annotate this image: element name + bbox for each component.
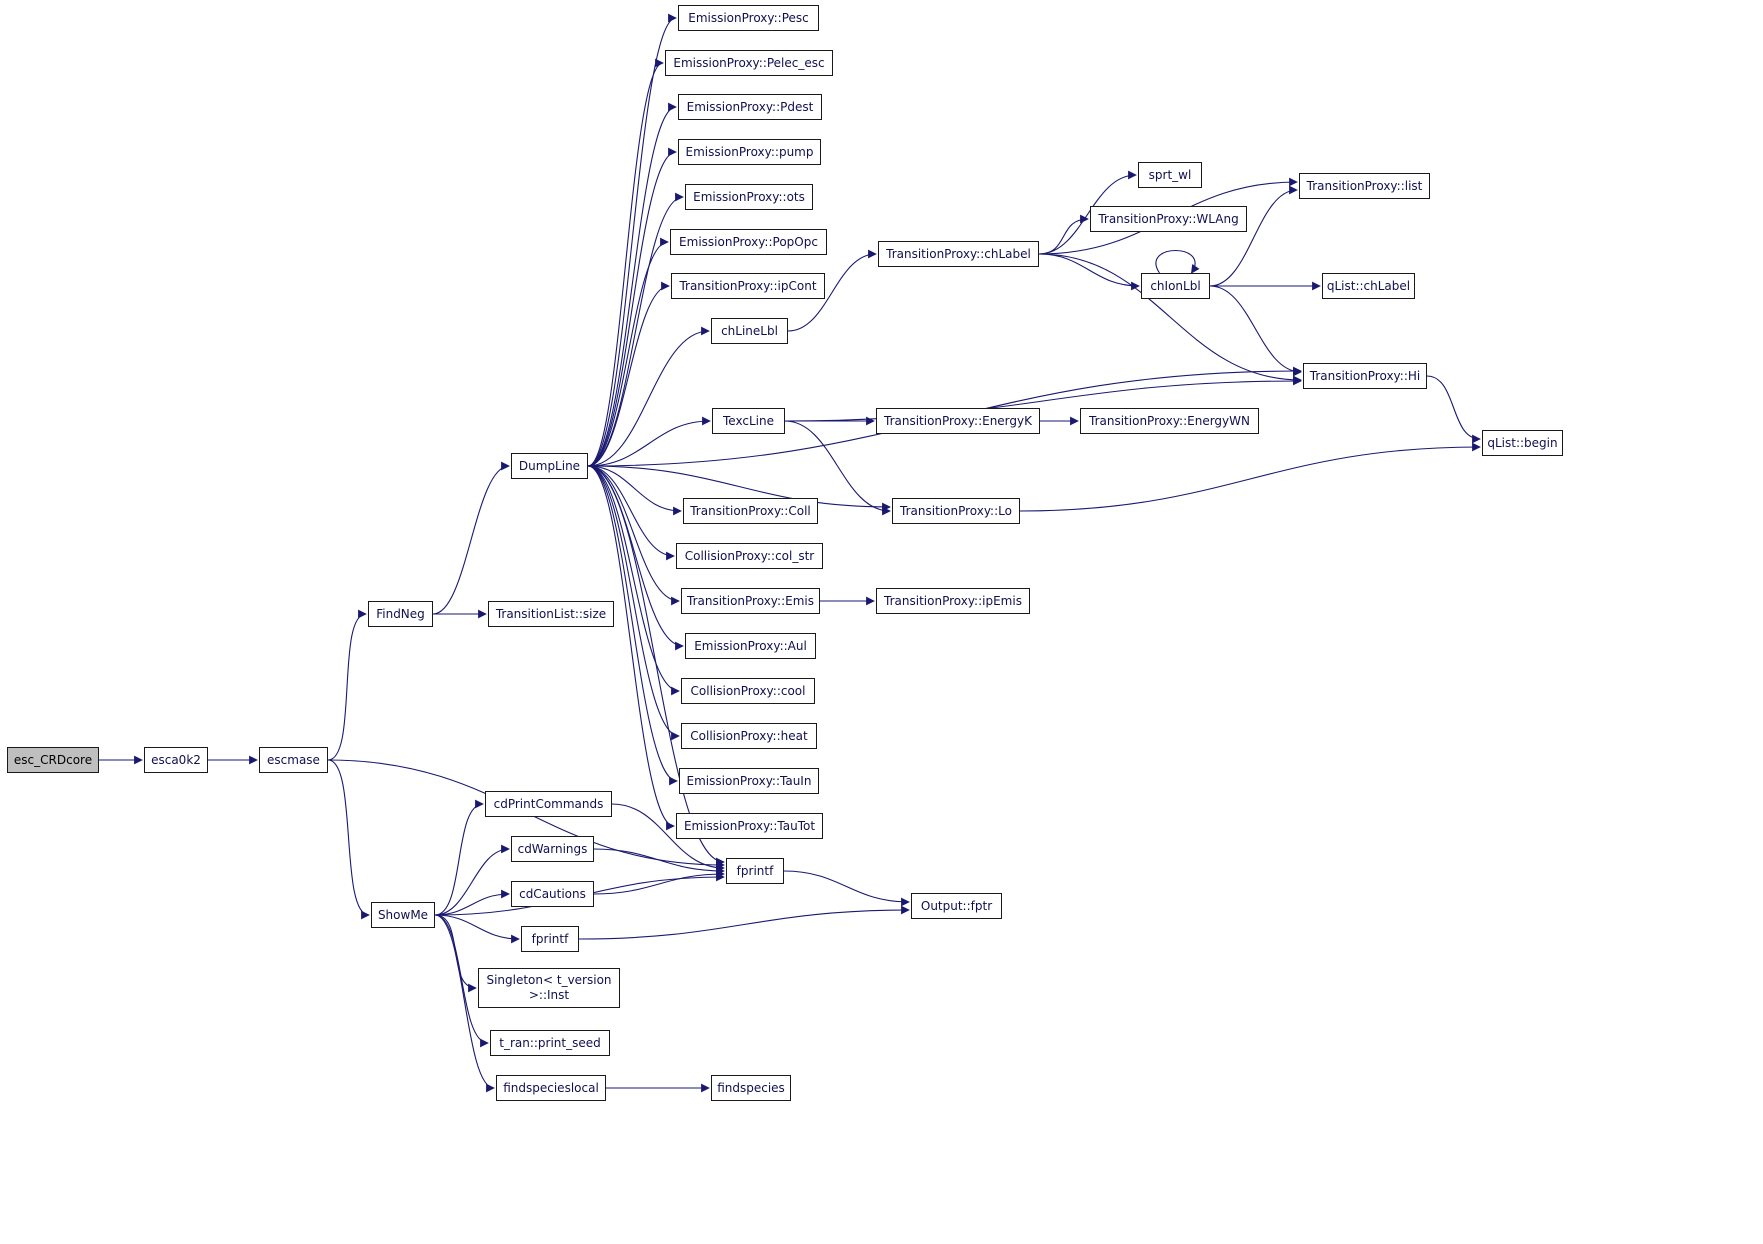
node-DumpLine[interactable]: DumpLine bbox=[511, 453, 588, 479]
node-chIonLbl[interactable]: chIonLbl bbox=[1141, 273, 1210, 299]
edge-DumpLine-to-Pdest bbox=[587, 102, 677, 467]
edge-DumpLine-to-cool bbox=[587, 465, 680, 696]
edge-fprintf_main-to-OutFptr bbox=[783, 870, 910, 907]
node-esca0k2[interactable]: esca0k2 bbox=[144, 747, 208, 773]
edge-cdCautions-to-fprintf_main bbox=[593, 869, 725, 895]
edge-chIonLbl-to-list bbox=[1209, 185, 1298, 287]
edge-DumpLine-to-pump bbox=[587, 147, 677, 467]
node-sprt_wl[interactable]: sprt_wl bbox=[1138, 162, 1202, 188]
node-ipCont[interactable]: TransitionProxy::ipCont bbox=[671, 273, 825, 299]
edge-ShowMe-to-print_seed bbox=[434, 914, 489, 1048]
node-escmase[interactable]: escmase bbox=[259, 747, 328, 773]
node-EnergyWN[interactable]: TransitionProxy::EnergyWN bbox=[1080, 408, 1259, 434]
node-esc_CRDcore[interactable]: esc_CRDcore bbox=[7, 747, 99, 773]
node-qchLabel[interactable]: qList::chLabel bbox=[1322, 273, 1415, 299]
edge-DumpLine-to-PopOpc bbox=[587, 237, 669, 467]
edge-fprintf2-to-OutFptr bbox=[578, 905, 910, 940]
edge-DumpLine-to-Emis bbox=[587, 465, 680, 606]
node-ots[interactable]: EmissionProxy::ots bbox=[685, 184, 813, 210]
edge-DumpLine-to-Coll bbox=[587, 465, 682, 516]
node-fprintf_main[interactable]: fprintf bbox=[726, 858, 784, 884]
node-EnergyK[interactable]: TransitionProxy::EnergyK bbox=[876, 408, 1040, 434]
node-fprintf2[interactable]: fprintf bbox=[521, 926, 579, 952]
edge-chIonLbl-to-Hi bbox=[1209, 285, 1302, 377]
node-findspecies[interactable]: findspecies bbox=[711, 1075, 791, 1101]
node-TexcLine[interactable]: TexcLine bbox=[712, 408, 785, 434]
node-Inst[interactable]: Singleton< t_version >::Inst bbox=[478, 968, 620, 1008]
edge-DumpLine-to-TauIn bbox=[587, 465, 678, 786]
node-WLAng[interactable]: TransitionProxy::WLAng bbox=[1090, 206, 1247, 232]
edge-DumpLine-to-ots bbox=[587, 192, 684, 467]
node-Pdest[interactable]: EmissionProxy::Pdest bbox=[678, 94, 822, 120]
edge-DumpLine-to-heat bbox=[587, 465, 680, 741]
edge-chLabel-to-Hi bbox=[1038, 253, 1302, 385]
node-ShowMe[interactable]: ShowMe bbox=[371, 902, 435, 928]
node-chLineLbl[interactable]: chLineLbl bbox=[711, 318, 788, 344]
node-heat[interactable]: CollisionProxy::heat bbox=[681, 723, 817, 749]
edge-DumpLine-to-chLineLbl bbox=[587, 326, 710, 467]
node-Emis[interactable]: TransitionProxy::Emis bbox=[681, 588, 820, 614]
node-list[interactable]: TransitionProxy::list bbox=[1299, 173, 1430, 199]
edge-DumpLine-to-TauTot bbox=[587, 465, 675, 831]
node-size[interactable]: TransitionList::size bbox=[488, 601, 614, 627]
node-findspecieslocal[interactable]: findspecieslocal bbox=[496, 1075, 606, 1101]
node-qbegin[interactable]: qList::begin bbox=[1482, 430, 1563, 456]
edge-escmase-to-FindNeg bbox=[327, 609, 367, 761]
node-Pesc[interactable]: EmissionProxy::Pesc bbox=[678, 5, 819, 31]
edge-DumpLine-to-Pesc bbox=[587, 13, 677, 467]
node-TauIn[interactable]: EmissionProxy::TauIn bbox=[679, 768, 819, 794]
node-TauTot[interactable]: EmissionProxy::TauTot bbox=[676, 813, 823, 839]
edge-DumpLine-to-TexcLine bbox=[587, 416, 711, 467]
edge-chLineLbl-to-chLabel bbox=[787, 249, 877, 332]
edge-chLabel-to-chIonLbl bbox=[1038, 253, 1140, 291]
edge-DumpLine-to-Lo bbox=[587, 465, 891, 512]
node-Pelec[interactable]: EmissionProxy::Pelec_esc bbox=[665, 50, 833, 76]
edge-ShowMe-to-cdWarnings bbox=[434, 844, 510, 916]
edge-chLabel-to-WLAng bbox=[1038, 214, 1089, 255]
edge-Hi-to-qbegin bbox=[1426, 375, 1481, 444]
edge-FindNeg-to-DumpLine bbox=[432, 461, 510, 615]
edge-DumpLine-to-Pelec bbox=[587, 58, 664, 467]
edge-TexcLine-to-Lo bbox=[784, 420, 891, 516]
node-cdPrintCommands[interactable]: cdPrintCommands bbox=[485, 791, 612, 817]
node-Aul[interactable]: EmissionProxy::Aul bbox=[685, 633, 816, 659]
edge-DumpLine-to-ipCont bbox=[587, 281, 670, 467]
edge-ShowMe-to-findspecieslocal bbox=[434, 914, 495, 1093]
edge-cdWarnings-to-fprintf_main bbox=[593, 848, 725, 876]
node-cdCautions[interactable]: cdCautions bbox=[511, 881, 594, 907]
edge-ShowMe-to-fprintf2 bbox=[434, 914, 520, 944]
node-OutFptr[interactable]: Output::fptr bbox=[911, 893, 1002, 919]
node-chLabel[interactable]: TransitionProxy::chLabel bbox=[878, 241, 1039, 267]
node-print_seed[interactable]: t_ran::print_seed bbox=[490, 1030, 610, 1056]
edge-chIonLbl-to-chIonLbl bbox=[1155, 250, 1200, 274]
node-ipEmis[interactable]: TransitionProxy::ipEmis bbox=[876, 588, 1030, 614]
node-Lo[interactable]: TransitionProxy::Lo bbox=[892, 498, 1020, 524]
node-cdWarnings[interactable]: cdWarnings bbox=[511, 836, 594, 862]
node-Coll[interactable]: TransitionProxy::Coll bbox=[683, 498, 818, 524]
edge-ShowMe-to-cdPrintCommands bbox=[434, 799, 484, 916]
edge-TexcLine-to-Hi bbox=[784, 376, 1302, 422]
node-cool[interactable]: CollisionProxy::cool bbox=[681, 678, 815, 704]
node-Hi[interactable]: TransitionProxy::Hi bbox=[1303, 363, 1427, 389]
node-pump[interactable]: EmissionProxy::pump bbox=[678, 139, 821, 165]
edge-Lo-to-qbegin bbox=[1019, 442, 1481, 512]
node-FindNeg[interactable]: FindNeg bbox=[368, 601, 433, 627]
node-col_str[interactable]: CollisionProxy::col_str bbox=[676, 543, 823, 569]
edge-cdPrintCommands-to-fprintf_main bbox=[611, 803, 725, 873]
node-PopOpc[interactable]: EmissionProxy::PopOpc bbox=[670, 229, 827, 255]
edge-DumpLine-to-col_str bbox=[587, 465, 675, 561]
edge-DumpLine-to-fprintf_main bbox=[587, 465, 725, 867]
edge-escmase-to-ShowMe bbox=[327, 759, 370, 920]
